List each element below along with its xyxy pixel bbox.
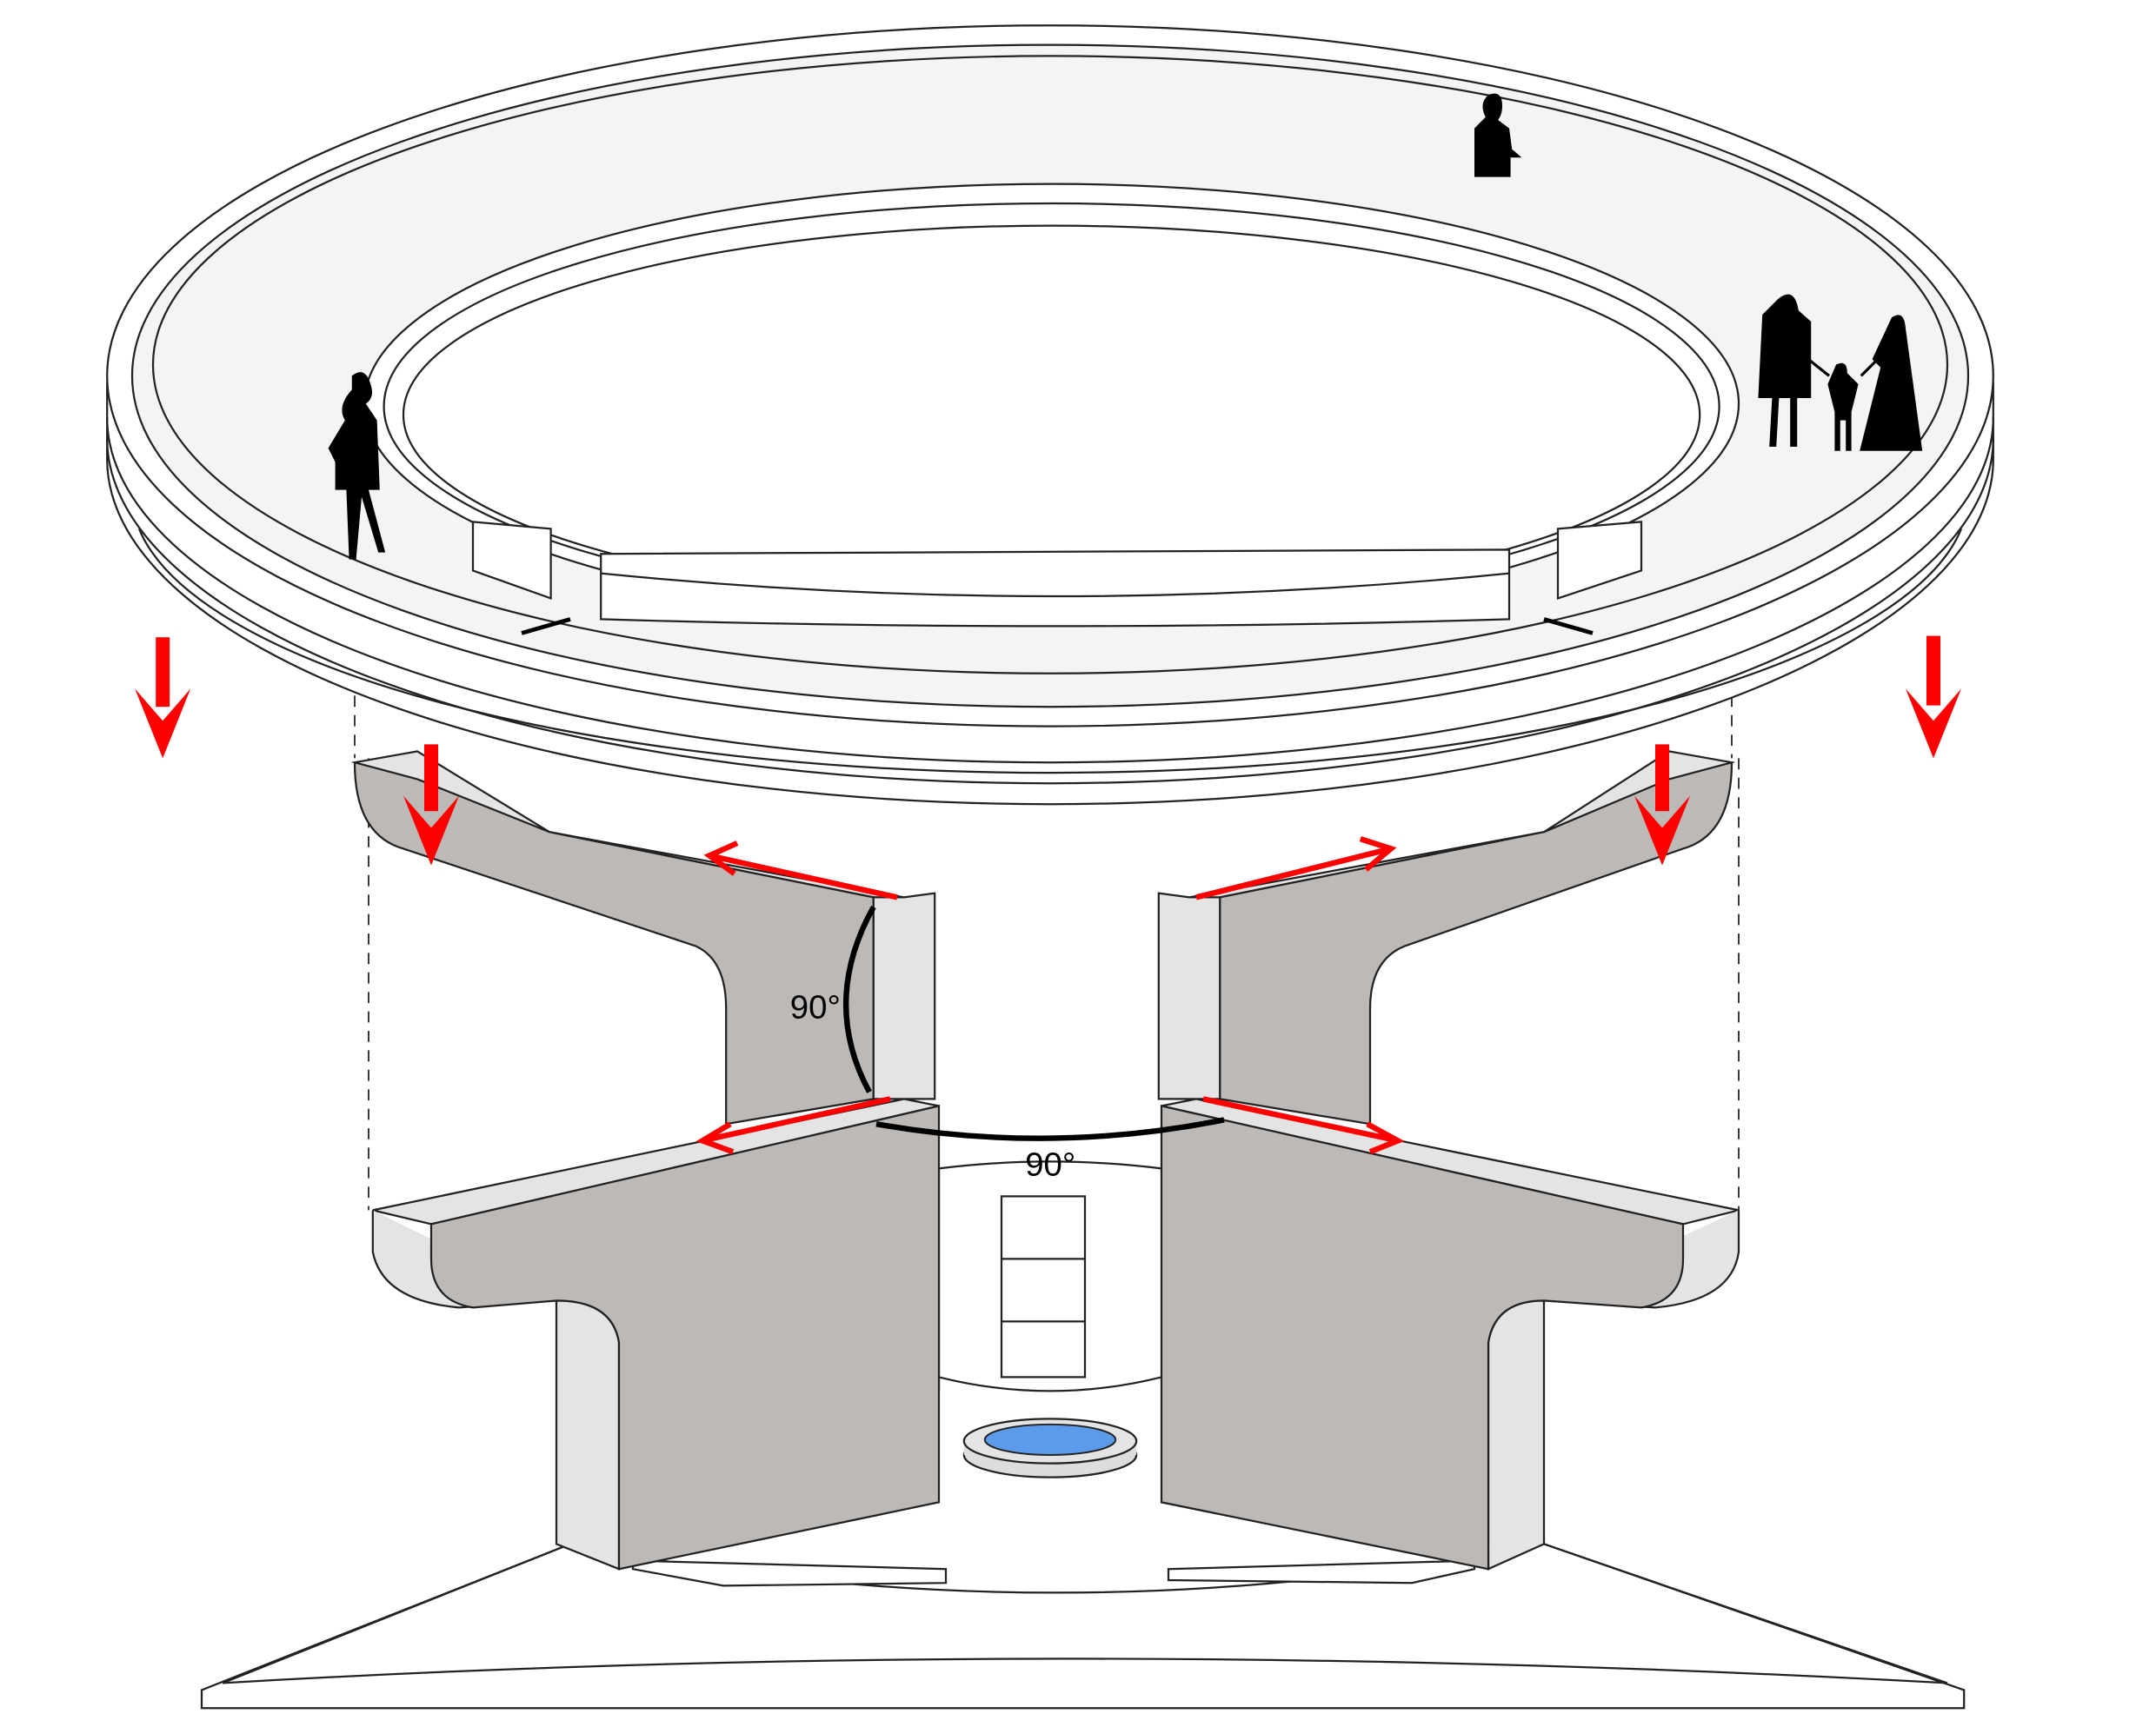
base-platform (200, 1543, 1966, 1710)
top-ring-walkway (106, 24, 1994, 806)
projection-lines (354, 695, 1740, 1211)
inner-courtyard-ring (937, 1160, 1162, 1392)
water-pool (962, 1418, 1138, 1478)
down-arrow-icon (1906, 635, 1961, 759)
direction-arrows (695, 836, 1405, 1155)
lower-left-wall (371, 1098, 941, 1571)
down-arrow-icon (1634, 744, 1690, 866)
person-icon (1474, 93, 1522, 177)
person-icon (328, 372, 386, 560)
horizontal-angle-label: 90° (1025, 1146, 1075, 1183)
down-arrow-icon (135, 637, 191, 759)
upper-left-wall (350, 750, 936, 1126)
upper-right-wall (1157, 750, 1736, 1126)
angle-markers: 90° 90° (790, 906, 1225, 1183)
down-arrow-icon (403, 744, 459, 866)
vertical-angle-label: 90° (790, 989, 841, 1026)
family-icon (1758, 294, 1923, 451)
lower-right-wall (1160, 1098, 1740, 1571)
